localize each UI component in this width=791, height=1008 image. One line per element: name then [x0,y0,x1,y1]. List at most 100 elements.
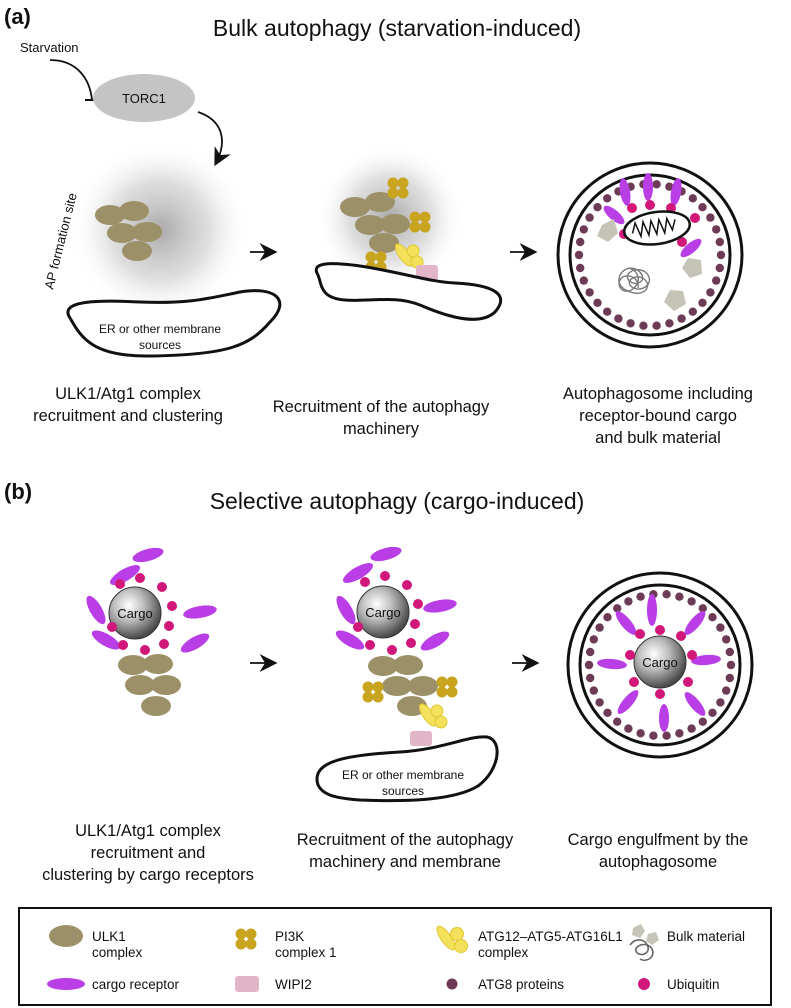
atg8-dot [716,250,726,260]
atg8-dot [593,298,602,307]
b2-ubiquitin-marks [353,571,423,655]
atg8-dot [652,180,661,189]
er-label-line2: sources [139,338,181,352]
legend-wipi2-label: WIPI2 [275,977,312,992]
atg8-dot [585,288,594,297]
atg8-dot [584,660,594,670]
b-caption-3-line1: Cargo engulfment by the [568,831,749,849]
atg8-dot [603,708,612,717]
atg8-dot [589,686,598,695]
legend-pi3k-line2: complex 1 [275,945,337,960]
atg8-dot [722,635,731,644]
atg8-dot [649,731,658,740]
b-caption-3: Cargo engulfment by the autophagosome [568,831,749,871]
atg8-dot [579,276,588,285]
legend: ULK1 complex PI3K complex 1 ATG12–ATG5-A… [18,907,772,1006]
a-caption-3-line1: Autophagosome including [563,385,753,403]
atg8-dot [712,225,721,234]
atg8-dot [624,597,633,606]
atg8-dot [675,729,684,738]
atg8-dot [708,708,717,717]
b2-atg12-complex [418,703,448,729]
panel-a-title: Bulk autophagy (starvation-induced) [213,15,581,41]
b-step2-diagram: Cargo ER or o [315,546,499,803]
legend-bulk-label: Bulk material [667,929,745,944]
b3-ubiquitin-marks [625,625,697,699]
ulk1-cluster [95,201,162,261]
b2-cargo [356,585,410,639]
b2-receptor-marks [335,546,457,651]
atg8-dot [726,660,736,670]
a-autophagosome [556,161,744,349]
atg8-dot [574,250,584,260]
b-caption-3-line2: autophagosome [599,853,717,871]
atg8-dot [687,724,696,733]
atg8-dot [665,182,674,191]
atg8-dot [613,717,622,726]
a-caption-2-line1: Recruitment of the autophagy [273,398,490,416]
legend-atg12-line1: ATG12–ATG5-ATG16L1 [478,929,623,944]
atg8-dot [593,203,602,212]
torc1-label: TORC1 [122,91,166,106]
atg8-dot [603,307,612,316]
starvation-label: Starvation [20,40,79,55]
panel-a-letter: (a) [4,4,31,29]
atg8-dot [636,729,645,738]
b-caption-2-line1: Recruitment of the autophagy [297,831,514,849]
er-membrane-2 [314,262,503,321]
starvation-inhibition-line [49,59,93,101]
atg8-dot [698,604,707,613]
b3-receptor-marks [597,594,721,732]
a-caption-3: Autophagosome including receptor-bound c… [563,385,753,447]
atg8-dot [708,613,717,622]
atg8-dot [586,673,595,683]
pi3k-marks [365,177,431,273]
b1-cargo-label: Cargo [117,606,152,621]
legend-ubiquitin-label: Ubiquitin [667,977,720,992]
bulk-pentagon-3 [664,290,686,311]
atg8-dot [722,686,731,695]
b3-cargo-label: Cargo [642,655,677,670]
a-caption-1: ULK1/Atg1 complex recruitment and cluste… [33,385,223,425]
atg8-dot [698,717,707,726]
legend-ulk1-icon [49,925,83,947]
atg8-dot [716,698,725,707]
atg8-dot [662,731,671,740]
atg8-dot [706,213,715,222]
atg8-dot [675,592,684,601]
atg8-dot [688,307,697,316]
legend-atg8-icon [446,978,458,990]
legend-pi3k-icon [235,928,257,950]
atg8-dot [665,319,674,328]
atg8-dot [715,237,724,247]
atg8-dot [716,623,725,632]
atg8-dot [585,213,594,222]
atg8-dot [595,698,604,707]
atg8-dot [579,225,588,234]
atg8-dot [586,647,595,657]
torc1-ellipse [93,74,195,122]
b3-cargo [633,635,687,689]
atg8-dot [603,194,612,203]
atg8-dot [613,604,622,613]
atg8-dot [589,635,598,644]
atg8-dot [624,724,633,733]
atg8-dot [715,263,724,273]
a-caption-2: Recruitment of the autophagy machinery [273,398,490,438]
legend-receptor-icon [47,978,85,990]
torc1-arrow [197,111,231,167]
b2-er-membrane [315,735,499,803]
atg8-dot [603,613,612,622]
mitochondrion [622,210,692,246]
a-caption-2-line2: machinery [343,420,420,438]
bulk-tangle [618,267,651,294]
bulk-pentagon-2 [682,258,702,278]
atg8-dot [626,319,635,328]
bulk-pentagon-1 [597,219,618,242]
atg8-dot [595,623,604,632]
atg8-dot [698,298,707,307]
b-caption-1-line1: ULK1/Atg1 complex [75,822,222,840]
er-label-line1: ER or other membrane [99,322,221,336]
b2-cargo-label: Cargo [365,605,400,620]
